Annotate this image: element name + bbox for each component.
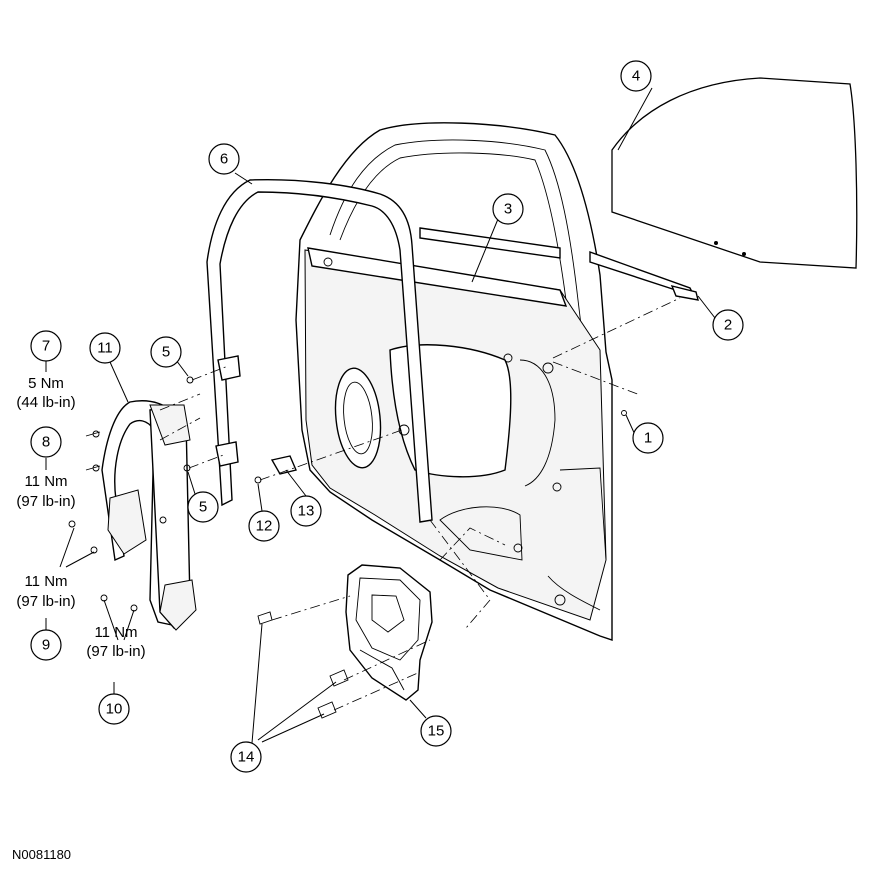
glass-run-channel	[206, 178, 433, 523]
callout-7-label: 7	[42, 338, 50, 355]
callout-6-label: 6	[220, 151, 228, 168]
belt-weatherstrip	[589, 251, 699, 301]
callout-12: 12	[248, 510, 280, 542]
callout-11: 11	[89, 332, 121, 364]
alignment-lines	[159, 297, 681, 711]
torque-10-value: 11 Nm	[94, 624, 137, 641]
callout-3-label: 3	[504, 201, 512, 218]
leader-lines	[45, 87, 716, 744]
callout-9-label: 9	[42, 637, 50, 654]
callout-13-label: 13	[298, 503, 315, 520]
callout-8: 8 11 Nm (97 lb-in)	[16, 426, 76, 510]
door-glass	[611, 77, 858, 269]
torque-7-value: 5 Nm	[28, 375, 64, 392]
callout-15: 15	[420, 715, 452, 747]
fasteners	[68, 355, 627, 719]
callout-3: 3	[492, 193, 524, 225]
torque-8-alt: (97 lb-in)	[16, 493, 75, 510]
latch-module	[345, 564, 433, 701]
callout-2: 2	[712, 309, 744, 341]
callout-5-upper-label: 5	[162, 344, 170, 361]
callout-9: 11 Nm (97 lb-in) 9	[16, 573, 76, 661]
torque-9-alt: (97 lb-in)	[16, 593, 75, 610]
callout-2-label: 2	[724, 317, 732, 334]
callout-1: 1	[632, 422, 664, 454]
callout-14: 14	[230, 741, 262, 773]
callout-6: 6	[208, 143, 240, 175]
callout-4: 4	[620, 60, 652, 92]
callout-15-label: 15	[428, 723, 445, 740]
callout-4-label: 4	[632, 68, 640, 85]
callout-12-label: 12	[256, 518, 273, 535]
callout-10-label: 10	[106, 701, 123, 718]
callout-13: 13	[290, 495, 322, 527]
window-regulator	[101, 400, 197, 631]
callout-10: 11 Nm (97 lb-in) 10	[86, 624, 146, 725]
callout-5-lower-label: 5	[199, 499, 207, 516]
callout-5-lower: 5	[187, 491, 219, 523]
callout-7: 7 5 Nm (44 lb-in)	[16, 330, 76, 411]
torque-7-alt: (44 lb-in)	[16, 394, 75, 411]
figure-id: N0081180	[12, 847, 72, 862]
callout-14-label: 14	[238, 749, 255, 766]
callout-5-upper: 5	[150, 336, 182, 368]
callout-11-label: 11	[97, 340, 113, 357]
callout-1-label: 1	[644, 430, 652, 447]
torque-8-value: 11 Nm	[24, 473, 67, 490]
torque-9-value: 11 Nm	[24, 573, 67, 590]
torque-10-alt: (97 lb-in)	[86, 643, 145, 660]
callout-8-label: 8	[42, 434, 50, 451]
